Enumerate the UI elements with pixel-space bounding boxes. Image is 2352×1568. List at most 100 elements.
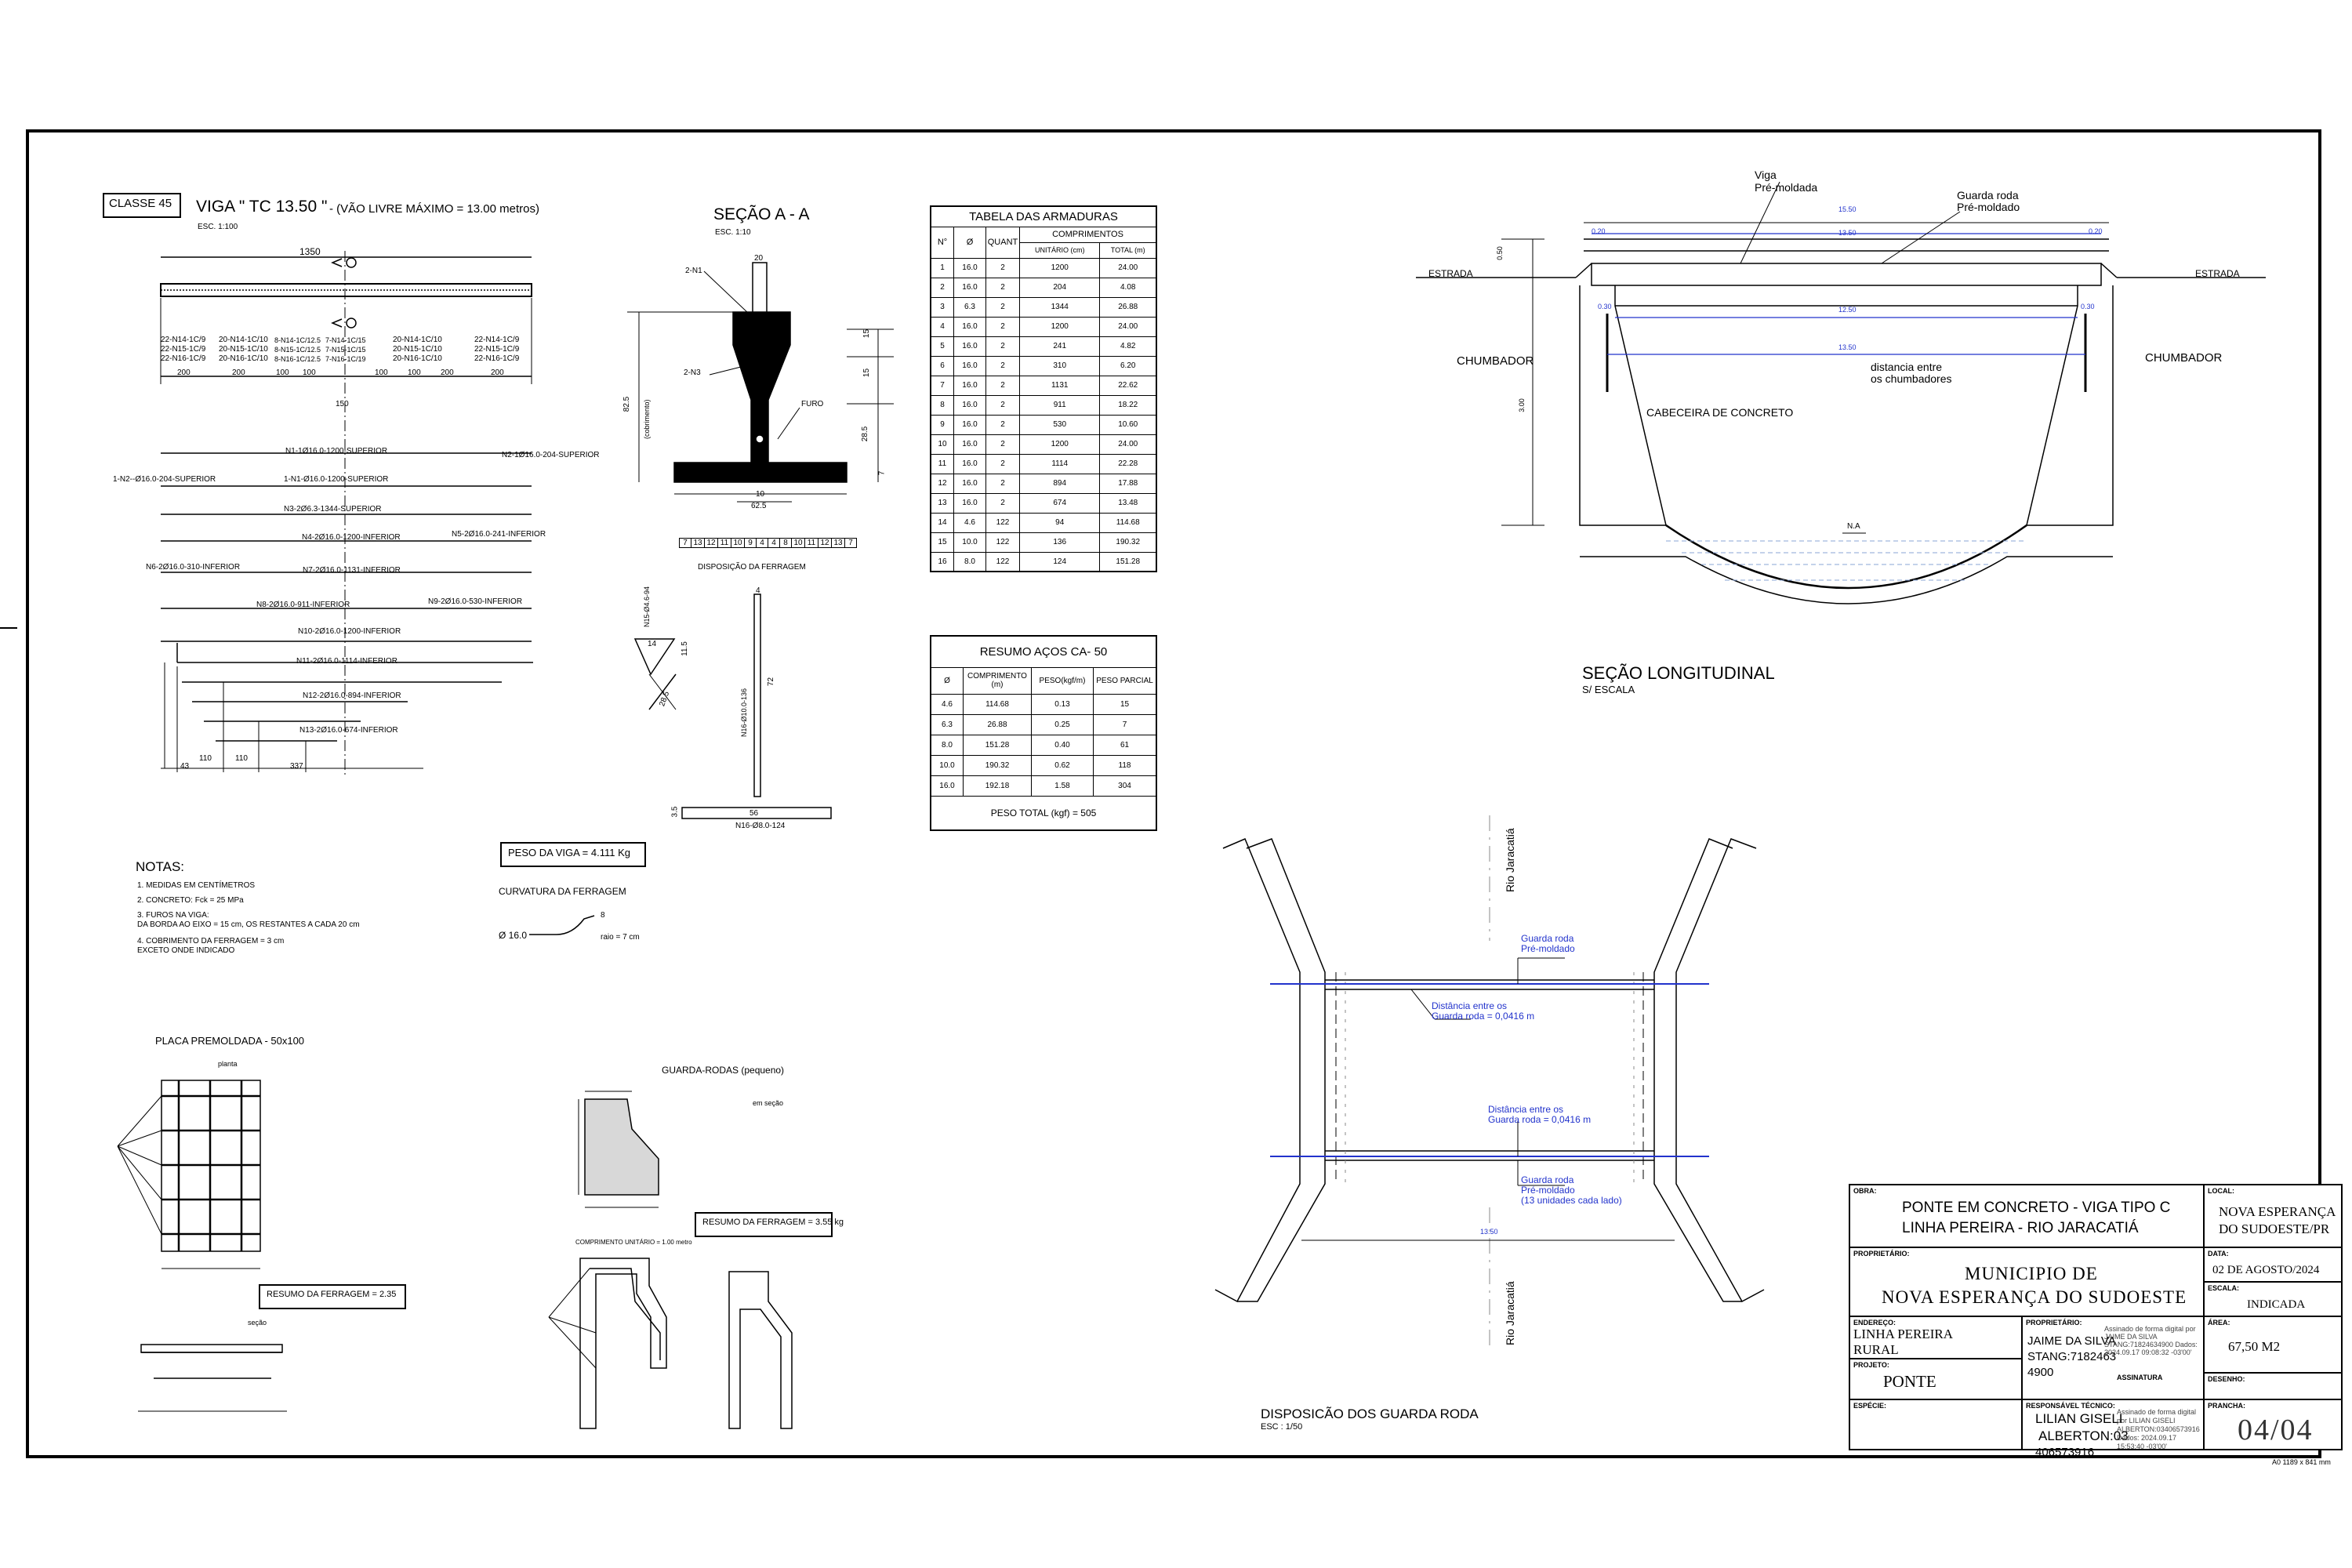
secao-dim: 82.5 xyxy=(622,396,632,412)
table-cell: 4.82 xyxy=(1099,336,1157,357)
tb-resp-label: RESPONSÁVEL TÉCNICO: xyxy=(2026,1402,2115,1410)
table-cell: 2 xyxy=(985,492,1020,514)
table-cell: 24.00 xyxy=(1099,316,1157,337)
table-cell: 118 xyxy=(1093,754,1157,776)
tb-end2: RURAL xyxy=(1853,1342,1899,1357)
table-cell: 8 xyxy=(930,394,954,416)
col-header: UNITÁRIO (cm) xyxy=(1018,241,1101,259)
ferragem-cell: 7 xyxy=(848,539,853,547)
tb-lilian2: ALBERTON:03 xyxy=(2038,1428,2129,1443)
long-dim: 0.30 xyxy=(1598,303,1612,310)
tb-escala-cell xyxy=(2205,1283,2341,1317)
table-cell: 1200 xyxy=(1018,316,1101,337)
curvatura-title: CURVATURA DA FERRAGEM xyxy=(499,886,626,897)
ferragem-caption: DISPOSIÇÃO DA FERRAGEM xyxy=(698,563,806,572)
long-estrada-right: ESTRADA xyxy=(2195,268,2240,279)
table-cell: 14 xyxy=(930,512,954,533)
table-cell: 0.13 xyxy=(1031,693,1094,715)
spacing-label: 100 xyxy=(375,368,388,377)
long-dim: 3.00 xyxy=(1517,398,1526,412)
table-cell: 9 xyxy=(930,414,954,435)
bottom-dim: 337 xyxy=(290,762,303,771)
table-cell: 16.0 xyxy=(930,775,964,797)
bar-label: N11-2Ø16.0-1114-INFERIOR xyxy=(296,657,397,666)
bottom-dim: 110 xyxy=(199,754,212,763)
bottom-dim: 43 xyxy=(180,762,190,771)
secao-label: 2-N3 xyxy=(684,368,701,377)
tb-obra-cell xyxy=(1850,1185,2205,1248)
tb-projeto-label: PROJETO: xyxy=(1853,1361,1889,1369)
plan-dist1: Distância entre os xyxy=(1432,1000,1508,1011)
n15-dim: 14 xyxy=(648,640,657,648)
drawing-frame xyxy=(26,129,2321,1458)
tb-tec-cell xyxy=(2023,1317,2205,1400)
viga-length: 1350 xyxy=(299,246,321,257)
plan-gr1b: Pré-moldado xyxy=(1521,943,1575,954)
stirrup-label: 8-N16-1C/12.5 xyxy=(274,355,321,363)
note-item: 1. MEDIDAS EM CENTÍMETROS xyxy=(137,881,256,890)
resumo-title: RESUMO AÇOS CA- 50 xyxy=(930,635,1157,668)
ferragem-cell: 10 xyxy=(731,539,745,547)
plan-dist2b: Guarda roda = 0,0416 m xyxy=(1488,1114,1592,1125)
rio-bottom: Rio Jaracatiá xyxy=(1504,1281,1516,1345)
bar-label: N4-2Ø16.0-1200-INFERIOR xyxy=(302,533,401,542)
stirrup-label: 7-N15-1C/15 xyxy=(325,346,366,354)
col-header: PESO PARCIAL xyxy=(1093,666,1157,695)
bar-label: 1-N1-Ø16.0-1200-SUPERIOR xyxy=(284,475,389,484)
ferragem-cell: 10 xyxy=(792,539,805,547)
col-header: Ø xyxy=(953,226,986,259)
table-cell: 304 xyxy=(1093,775,1157,797)
table-cell: 17.88 xyxy=(1099,473,1157,494)
tb-jaime2: STANG:7182463 xyxy=(2027,1350,2117,1363)
table-cell: 22.62 xyxy=(1099,375,1157,396)
table-cell: 15 xyxy=(1093,693,1157,715)
bar-label: N6-2Ø16.0-310-INFERIOR xyxy=(146,563,241,572)
table-cell: 16.0 xyxy=(953,414,986,435)
table-cell: 190.32 xyxy=(963,754,1032,776)
table-cell: 136 xyxy=(1018,532,1101,553)
tb-prop1: MUNICIPIO DE xyxy=(1965,1264,2098,1283)
table-cell: 241 xyxy=(1018,336,1101,357)
table-cell: 122 xyxy=(985,512,1020,533)
table-cell: 2 xyxy=(985,473,1020,494)
table-cell: 6.20 xyxy=(1099,355,1157,376)
stirrup-label: 20-N14-1C/10 xyxy=(219,336,268,344)
tb-data-label: DATA: xyxy=(2208,1250,2229,1258)
table-cell: 13.48 xyxy=(1099,492,1157,514)
plan-scale: ESC : 1/50 xyxy=(1261,1422,1303,1432)
table-cell: 13 xyxy=(930,492,954,514)
spacing-label: 200 xyxy=(491,368,504,377)
plan-gr2b: Pré-moldado xyxy=(1521,1185,1575,1196)
n15-label: N15-Ø4.6-94 xyxy=(643,586,651,627)
stirrup-group-6: 22-N14-1C/9 22-N15-1C/9 22-N16-1C/9 xyxy=(474,336,519,364)
table-cell: 1200 xyxy=(1018,434,1101,455)
table-cell: 2 xyxy=(985,336,1020,357)
notes-list: 1. MEDIDAS EM CENTÍMETROS 2. CONCRETO: F… xyxy=(137,880,360,956)
tb-desenho-cell xyxy=(2205,1374,2341,1400)
stirrup-label: 22-N15-1C/9 xyxy=(161,345,206,354)
table-cell: 2 xyxy=(985,394,1020,416)
table-cell: 4.6 xyxy=(953,512,986,533)
table-cell: 6.3 xyxy=(930,713,964,735)
long-dim: 0.20 xyxy=(2089,227,2103,235)
table-cell: 6 xyxy=(930,355,954,376)
tb-jaime-signature: Assinado de forma digital por JAIME DA S… xyxy=(2104,1325,2198,1356)
long-dim: 0.50 xyxy=(1495,246,1504,260)
note-item: DA BORDA AO EIXO = 15 cm, OS RESTANTES A… xyxy=(137,920,360,929)
table-cell: 310 xyxy=(1018,355,1101,376)
spacing-label: 100 xyxy=(276,368,289,377)
table-cell: 2 xyxy=(985,375,1020,396)
viga-scale: ESC. 1:100 xyxy=(198,223,238,231)
table-cell: 204 xyxy=(1018,277,1101,298)
secao-dim: 28.5 xyxy=(861,426,870,442)
tb-data: 02 DE AGOSTO/2024 xyxy=(2212,1264,2320,1276)
tb-prancha: 04/04 xyxy=(2238,1414,2314,1446)
tb-obra1: PONTE EM CONCRETO - VIGA TIPO C xyxy=(1902,1200,2171,1216)
spacing-label: 150 xyxy=(336,400,349,408)
plan-title: DISPOSICÃO DOS GUARDA RODA xyxy=(1261,1406,1479,1421)
table-cell: 16 xyxy=(930,551,954,572)
